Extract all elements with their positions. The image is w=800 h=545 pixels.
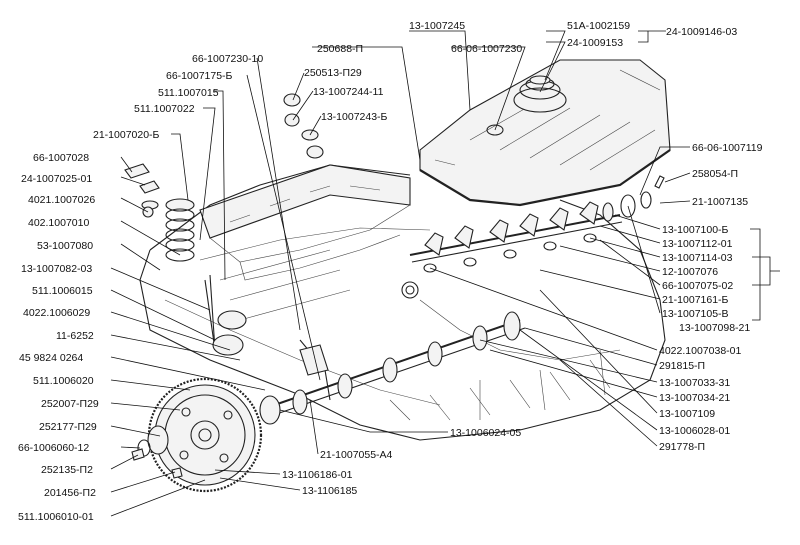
label-66-1006060-12: 66-1006060-12	[18, 442, 89, 454]
label-66-06-1007119: 66-06-1007119	[692, 142, 763, 154]
valve-springs-left	[124, 93, 324, 356]
label-13-1007109: 13-1007109	[659, 408, 715, 420]
timing-gear	[131, 377, 263, 493]
label-13-1006024-05: 13-1006024-05	[450, 427, 521, 439]
label-291778-P: 291778-П	[659, 441, 705, 453]
label-13-1106185: 13-1106185	[302, 485, 357, 497]
valve-cover	[419, 59, 671, 207]
label-21-1007055-A4: 21-1007055-А4	[320, 449, 393, 461]
label-24-1009153: 24-1009153	[567, 37, 623, 49]
label-252135-P2: 252135-П2	[41, 464, 93, 476]
label-66-1007230-10: 66-1007230-10	[192, 53, 263, 65]
label-24-1009146-03: 24-1009146-03	[666, 26, 737, 38]
label-13-1007243-B: 13-1007243-Б	[321, 111, 388, 123]
label-258054-P: 258054-П	[692, 168, 738, 180]
label-511-1006015: 511.1006015	[32, 285, 93, 297]
label-511-1007015: 511.1007015	[158, 87, 219, 99]
label-4021-1007026: 4021.1007026	[28, 194, 95, 206]
label-252007-P29: 252007-П29	[41, 398, 99, 410]
label-13-1006028-01: 13-1006028-01	[659, 425, 730, 437]
label-66-1007028: 66-1007028	[33, 152, 89, 164]
label-66-1007075-02: 66-1007075-02	[662, 280, 733, 292]
callout-labels: 51A-1002159 24-1009153 24-1009146-03 13-…	[18, 20, 763, 523]
label-13-1007112-01: 13-1007112-01	[662, 238, 733, 250]
rocker-shaft-assembly	[401, 175, 665, 299]
label-21-1007020-B: 21-1007020-Б	[93, 129, 160, 141]
label-13-1007098-21: 13-1007098-21	[679, 322, 750, 334]
label-24-1007025-01: 24-1007025-01	[21, 173, 92, 185]
label-13-1007033-31: 13-1007033-31	[659, 377, 730, 389]
camshaft	[259, 311, 526, 425]
engine-block	[139, 164, 666, 441]
label-53-1007080: 53-1007080	[37, 240, 93, 252]
label-291815-P: 291815-П	[659, 360, 705, 372]
label-12-1007076: 12-1007076	[662, 266, 718, 278]
filler-cap	[513, 87, 567, 113]
label-4022-1006029: 4022.1006029	[23, 307, 90, 319]
label-21-1007135: 21-1007135	[692, 196, 748, 208]
label-13-1007034-21: 13-1007034-21	[659, 392, 730, 404]
leader-lines	[110, 30, 780, 517]
label-11-6252: 11-6252	[56, 330, 94, 342]
label-511-1007022: 511.1007022	[134, 103, 195, 115]
label-402-1007010: 402.1007010	[28, 217, 89, 229]
label-66-06-1007230: 66-06-1007230	[451, 43, 522, 55]
label-250513-P29: 250513-П29	[304, 67, 362, 79]
label-13-1007082-03: 13-1007082-03	[21, 263, 92, 275]
label-13-1007244-11: 13-1007244-11	[313, 86, 384, 98]
label-13-1007245: 13-1007245	[409, 20, 465, 32]
label-511-1006010-01: 511.1006010-01	[18, 511, 94, 523]
label-13-1007105-V: 13-1007105-В	[662, 308, 729, 320]
label-66-1007175-B: 66-1007175-Б	[166, 70, 233, 82]
label-250688-P: 250688-П	[317, 43, 363, 55]
label-13-1007100-B: 13-1007100-Б	[662, 224, 729, 236]
label-252177-P29: 252177-П29	[39, 421, 97, 433]
label-13-1106186-01: 13-1106186-01	[282, 469, 353, 481]
label-51A-1002159: 51A-1002159	[567, 20, 630, 32]
label-511-1006020: 511.1006020	[33, 375, 94, 387]
label-201456-P2: 201456-П2	[44, 487, 96, 499]
label-4022-1007038-01: 4022.1007038-01	[659, 345, 741, 357]
label-21-1007161-B: 21-1007161-Б	[662, 294, 729, 306]
label-45-9824-0264: 45 9824 0264	[19, 352, 83, 364]
label-13-1007114-03: 13-1007114-03	[662, 252, 733, 264]
